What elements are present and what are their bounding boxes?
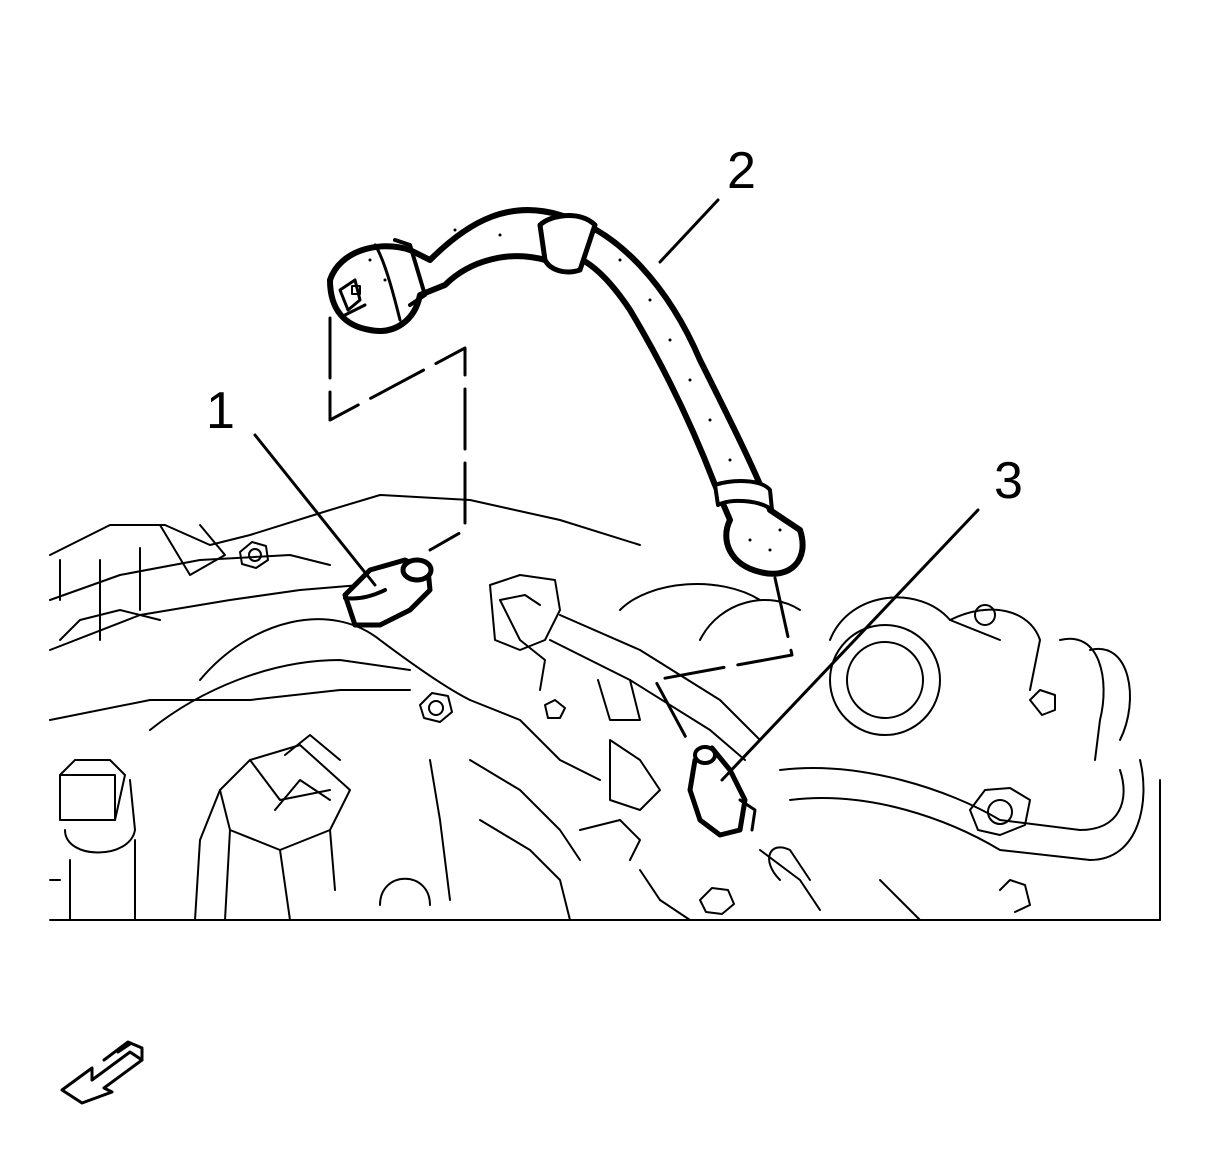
leader-lines — [253, 198, 980, 782]
vapor-hose — [327, 207, 806, 577]
connection-lines — [328, 316, 794, 747]
callout-1: 1 — [206, 382, 235, 440]
turbo-hose-fitting — [687, 745, 757, 838]
callout-2: 2 — [727, 142, 756, 200]
engine-background — [49, 494, 1161, 921]
view-direction-arrow-icon — [60, 1040, 144, 1105]
leader-line-3 — [720, 508, 980, 782]
callout-3: 3 — [994, 452, 1023, 510]
leader-line-2 — [658, 198, 720, 264]
leader-line-1 — [253, 433, 377, 587]
manifold-hose-fitting — [342, 557, 434, 628]
